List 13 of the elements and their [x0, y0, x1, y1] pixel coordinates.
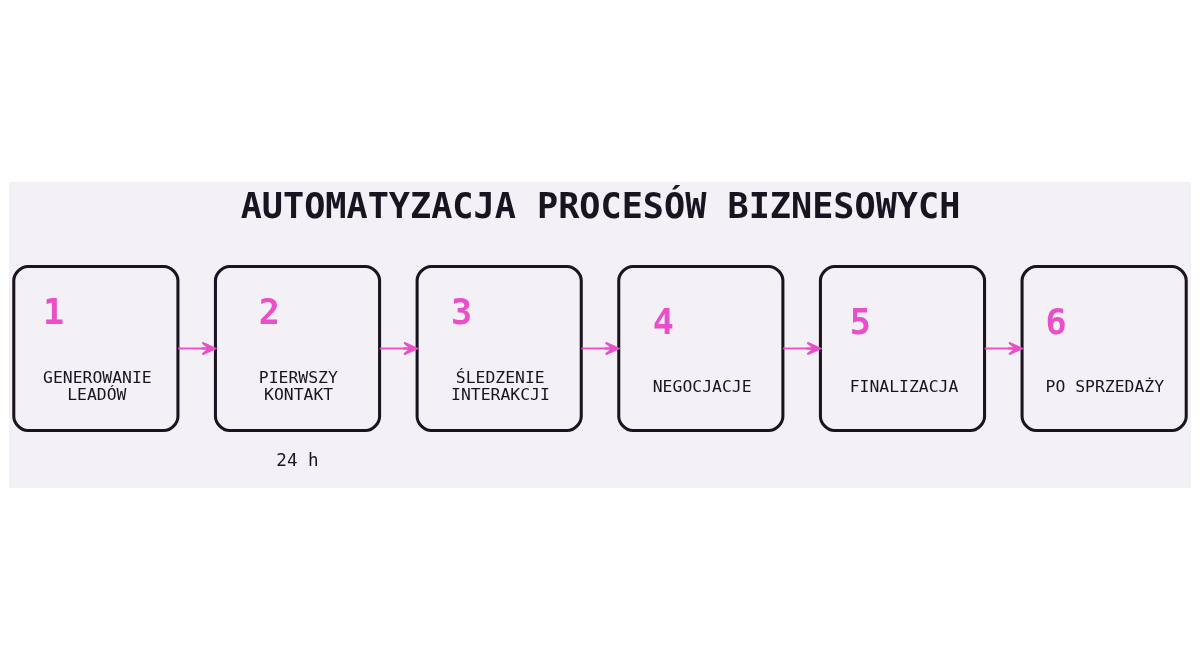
- diagram-title: AUTOMATYZACJA PROCESÓW BIZNESOWYCH: [240, 185, 961, 227]
- arrow: [983, 341, 1023, 356]
- arrow: [177, 341, 217, 356]
- node-label: 24 h: [276, 450, 319, 471]
- node-box: 4 NEGOCJACJE: [617, 264, 785, 433]
- arrow: [378, 341, 418, 356]
- arrow: [580, 341, 620, 356]
- node-box: 2 PIERWSZY KONTAKT: [213, 264, 382, 433]
- node-box: 3 ŚLEDZENIE INTERAKCJI: [415, 264, 583, 433]
- node-box: 5 FINALIZACJA: [818, 264, 987, 433]
- arrow: [782, 341, 822, 356]
- node-box: 6 PO SPRZEDAŻY: [1020, 264, 1188, 433]
- node-box: 1 GENEROWANIE LEADÓW: [12, 264, 180, 433]
